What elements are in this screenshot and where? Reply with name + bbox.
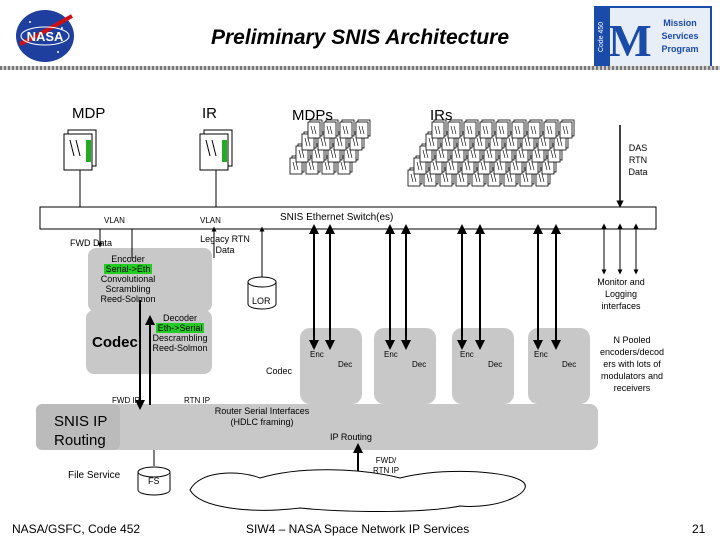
lor-label: LOR xyxy=(252,296,271,306)
heading-irs: IRs xyxy=(430,107,453,124)
network-cloud xyxy=(189,469,526,512)
enc-label-4: Enc xyxy=(534,350,548,359)
footer-presentation: SIW4 – NASA Space Network IP Services xyxy=(246,522,470,536)
vlan-left-label: VLAN xyxy=(104,216,125,225)
ip-routing-panel xyxy=(36,404,598,450)
decoder-block: Decoder Eth->Serial Descrambling Reed-So… xyxy=(148,313,212,353)
svg-text:Mission: Mission xyxy=(663,18,697,28)
vlan-right-label: VLAN xyxy=(200,216,221,225)
enc-label-2: Enc xyxy=(384,350,398,359)
heading-mdps: MDPs xyxy=(292,107,333,124)
mission-services-program-logo: Code 450 M Mission Services Program xyxy=(594,6,712,68)
footer-organization: NASA/GSFC, Code 452 xyxy=(12,522,141,536)
svg-text:Services: Services xyxy=(661,31,698,41)
svg-text:Code 450: Code 450 xyxy=(598,22,605,52)
fs-storage xyxy=(137,466,171,496)
mdp-device xyxy=(63,129,97,171)
fwd-ip-label: FWD IP xyxy=(112,396,140,405)
svg-text:Program: Program xyxy=(661,44,698,54)
dec-label-2: Dec xyxy=(412,360,427,369)
fwd-rtn-ip-label: FWD/RTN IP xyxy=(372,456,400,475)
heading-ir: IR xyxy=(202,105,217,122)
decoder-title: Decoder xyxy=(162,313,198,323)
heading-mdp: MDP xyxy=(72,105,106,122)
dec-label-4: Dec xyxy=(562,360,577,369)
nasa-logo-text: NASA xyxy=(27,29,64,44)
dec-label-3: Dec xyxy=(488,360,503,369)
lor-storage xyxy=(247,276,277,310)
page-number: 21 xyxy=(692,522,706,536)
enc-label-1: Enc xyxy=(310,350,324,359)
nasa-logo: NASA xyxy=(16,10,74,62)
file-service-label: File Service xyxy=(68,470,121,481)
title-divider xyxy=(0,66,720,70)
mdps-device-stack xyxy=(289,119,371,175)
codec-label: Codec xyxy=(92,334,138,351)
page-title: Preliminary SNIS Architecture xyxy=(211,26,509,49)
router-interfaces-label: Router Serial Interfaces(HDLC framing) xyxy=(214,406,310,427)
ethernet-switch xyxy=(39,206,657,230)
svg-text:M: M xyxy=(608,15,651,66)
enc-label-3: Enc xyxy=(460,350,474,359)
codec-small-label: Codec xyxy=(266,366,293,376)
encoder-title: Encoder xyxy=(111,254,145,264)
encoder-block: Encoder Serial->Eth Convolutional Scramb… xyxy=(96,254,160,304)
ir-device xyxy=(199,129,233,171)
switch-label: SNIS Ethernet Switch(es) xyxy=(280,212,394,223)
dec-label-1: Dec xyxy=(338,360,353,369)
rtn-ip-label: RTN IP xyxy=(184,396,211,405)
fs-label: FS xyxy=(148,476,160,486)
irs-device-stack xyxy=(407,119,575,187)
ip-routing-label: IP Routing xyxy=(330,432,372,442)
fwd-data-label: FWD Data xyxy=(70,238,113,248)
